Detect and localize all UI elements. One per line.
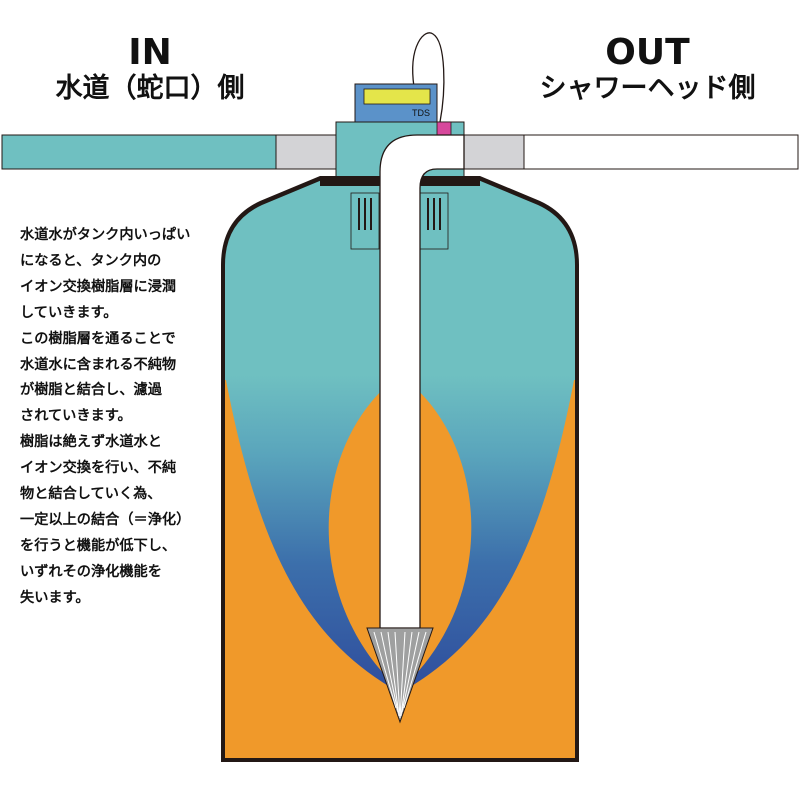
outlet-pipe (523, 134, 799, 170)
in-label: IN 水道（蛇口）側 (40, 32, 260, 104)
in-title: IN (128, 32, 172, 73)
in-subtitle: 水道（蛇口）側 (55, 73, 245, 105)
outlet-connector (463, 134, 525, 170)
inlet-connector (275, 134, 337, 170)
inlet-pipe (1, 134, 277, 170)
explanation-text: 水道水がタンク内いっぱい になると、タンク内の イオン交換樹脂層に浸潤 していき… (20, 227, 191, 606)
out-label: OUT シャワーヘッド側 (505, 32, 790, 104)
pink-fitting (436, 121, 452, 137)
inlet-screen-left (350, 192, 380, 250)
tds-label: TDS (412, 108, 430, 118)
out-title: OUT (605, 32, 690, 73)
meter-cable (412, 32, 445, 123)
bottom-distributor (366, 627, 434, 724)
out-subtitle: シャワーヘッド側 (539, 73, 756, 105)
riser-tube (379, 134, 465, 629)
tds-screen (363, 88, 431, 105)
